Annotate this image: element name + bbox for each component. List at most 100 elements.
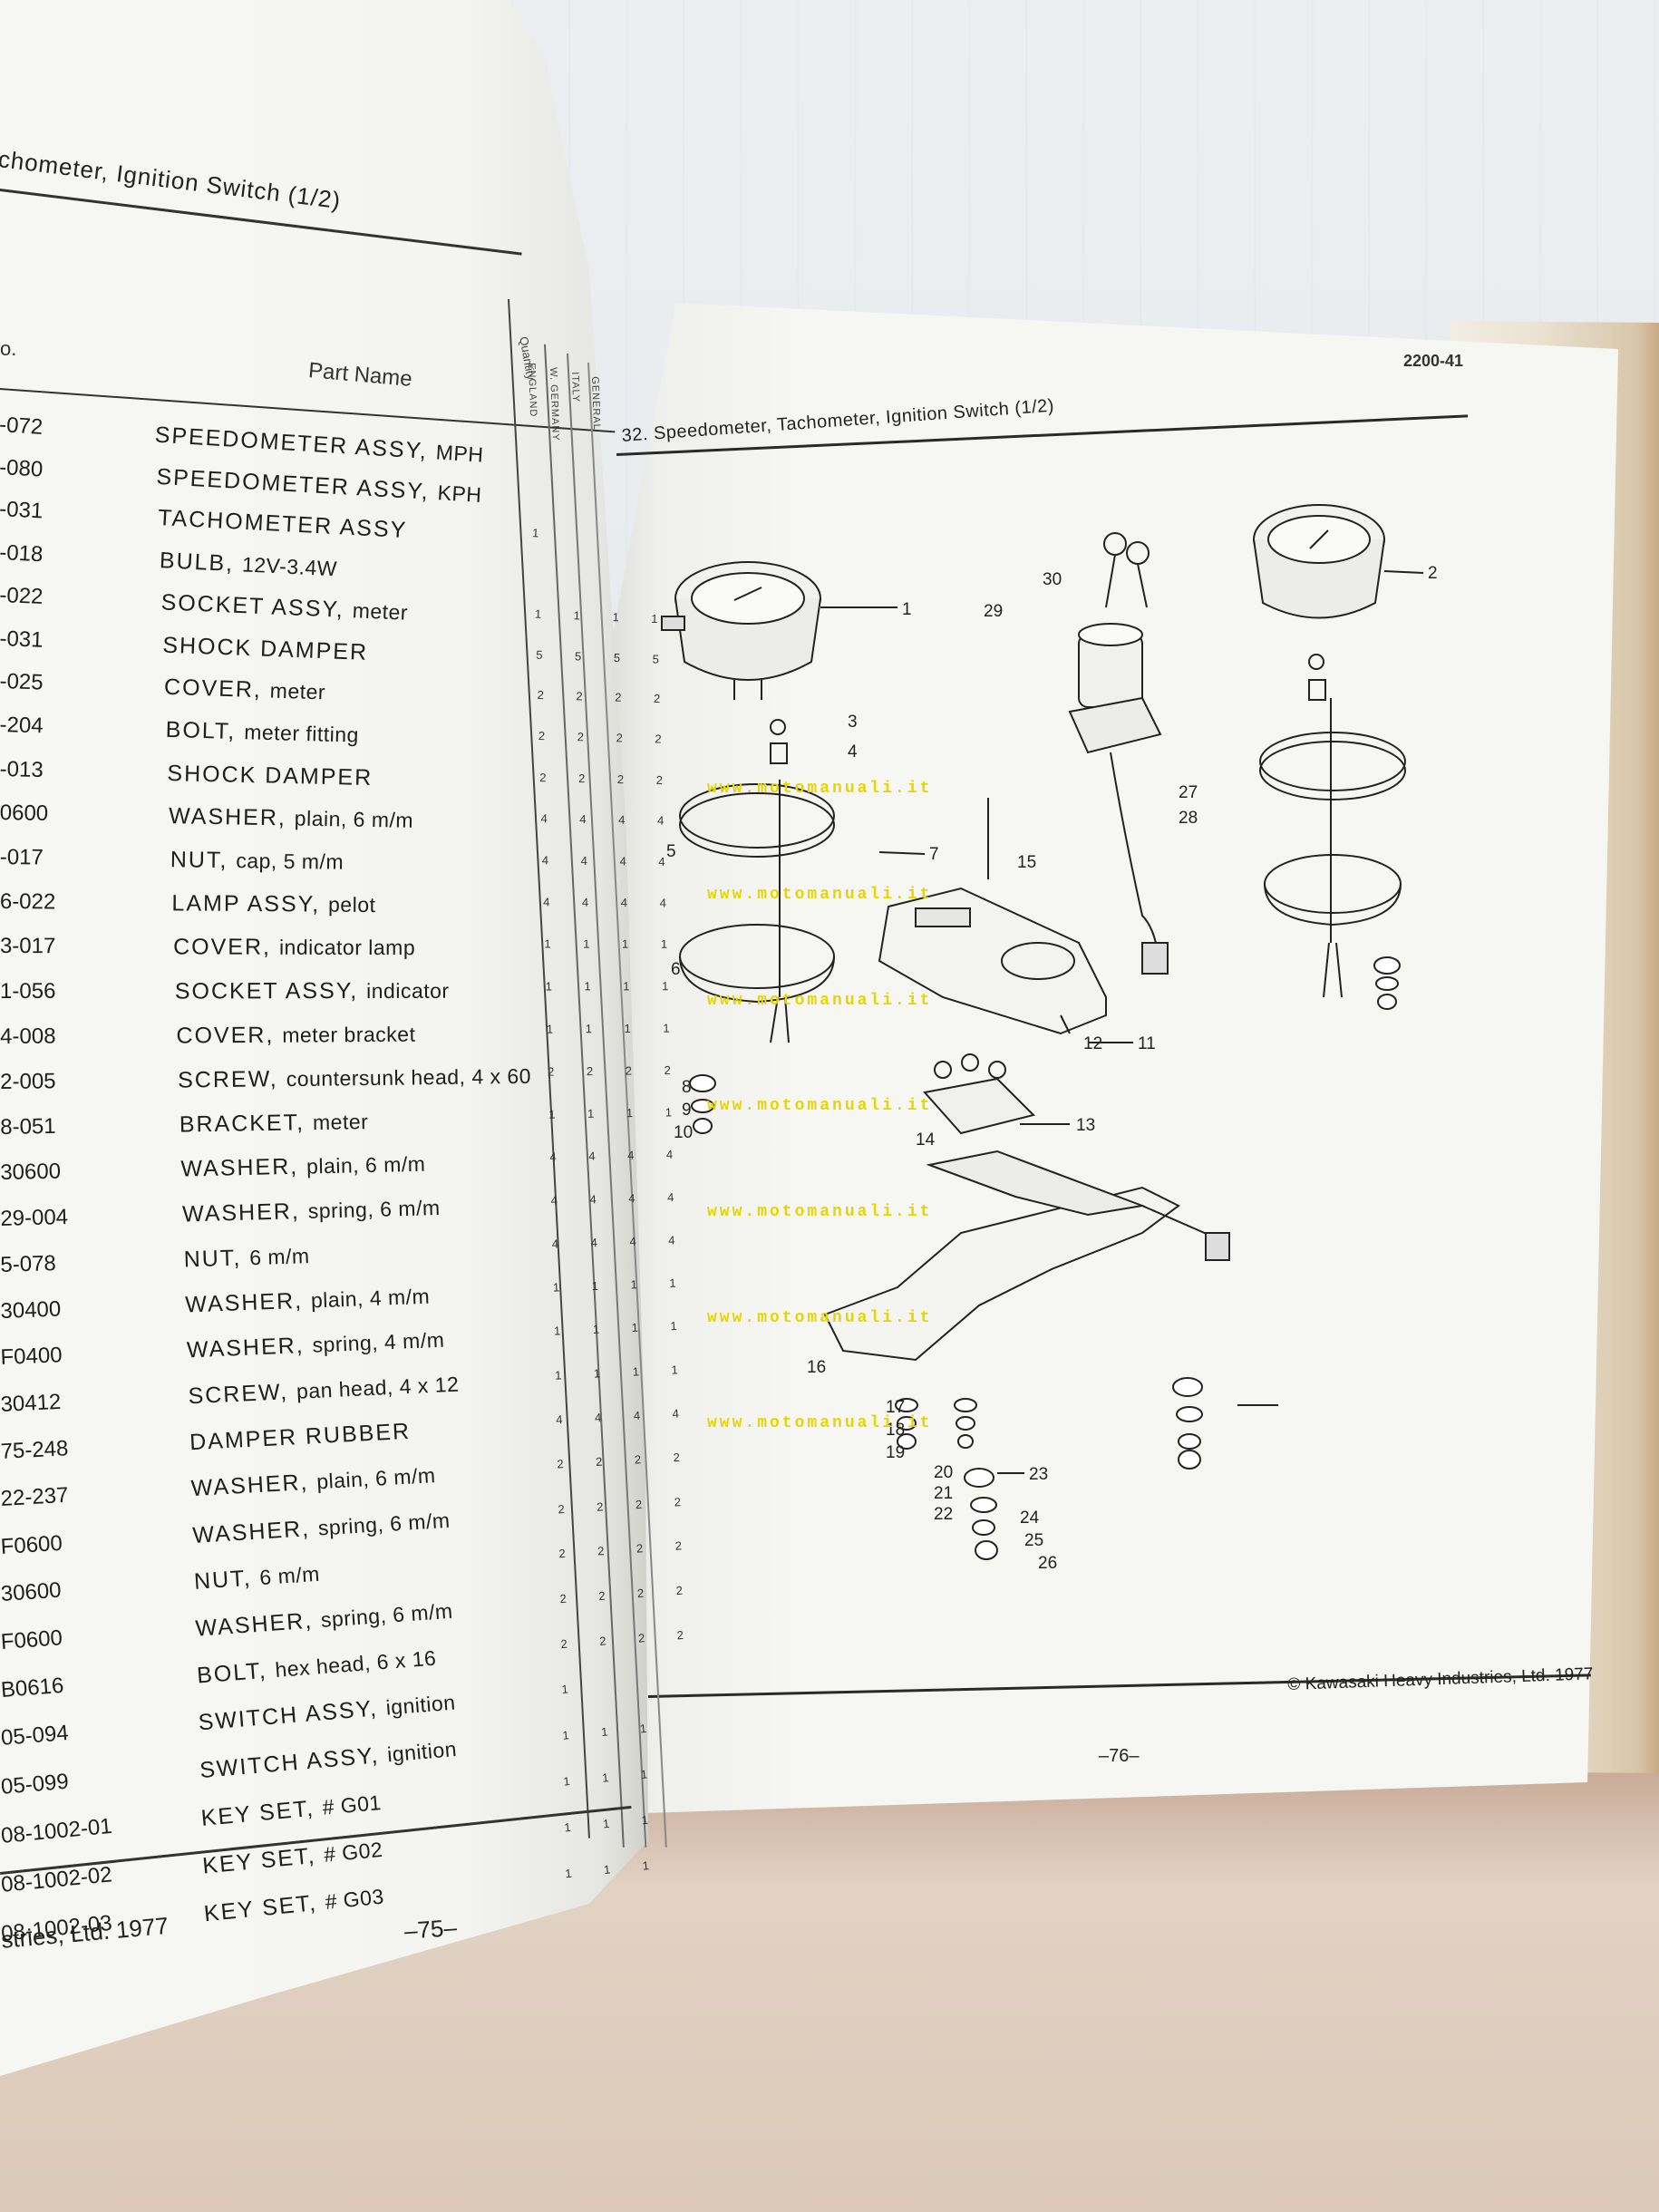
part-name-main: SWITCH ASSY,: [197, 1695, 379, 1736]
part-number: -072: [0, 412, 44, 440]
quantity-values: 1 1 1 1: [545, 978, 684, 994]
part-number: 29-004: [0, 1204, 69, 1231]
quantity-values: 1 1 1 1: [546, 1020, 684, 1036]
part-name-detail: KPH: [436, 480, 483, 507]
callout-25: 25: [1024, 1531, 1043, 1550]
part-name: SOCKET ASSY, indicator: [175, 978, 450, 1005]
part-name: SWITCH ASSY, ignition: [198, 1690, 457, 1737]
part-name-main: SWITCH ASSY,: [199, 1742, 381, 1784]
part-name-detail: MPH: [435, 440, 485, 467]
part-name: BOLT, meter fitting: [165, 717, 359, 749]
part-number: -025: [0, 669, 44, 695]
part-name-detail: spring, 6 m/m: [320, 1598, 454, 1632]
part-name: WASHER, plain, 4 m/m: [185, 1284, 431, 1319]
part-number: 22-237: [0, 1482, 70, 1512]
page-code: 2200-41: [1403, 352, 1464, 370]
watermark: www.motomanuali.it: [707, 780, 933, 798]
part-number: F0600: [0, 1530, 63, 1559]
part-name-detail: plain, 6 m/m: [306, 1151, 426, 1179]
part-number: 0600: [0, 800, 49, 827]
column-header-part-name: Part Name: [307, 358, 413, 392]
part-name: COVER, meter bracket: [176, 1021, 415, 1049]
left-page: [0, 0, 648, 2076]
part-number: -204: [0, 713, 44, 739]
part-number: 05-099: [0, 1769, 70, 1800]
part-name-detail: spring, 4 m/m: [312, 1328, 445, 1358]
right-page: [594, 303, 1618, 1813]
callout-12: 12: [1083, 1034, 1102, 1053]
callout-5: 5: [666, 842, 676, 861]
part-name: KEY SET, # G01: [200, 1790, 383, 1832]
part-name: BOLT, hex head, 6 x 16: [196, 1645, 437, 1690]
part-name-detail: plain, 6 m/m: [315, 1463, 437, 1494]
part-name: SPEEDOMETER ASSY, MPH: [154, 422, 484, 469]
part-number: 08-1002-01: [0, 1813, 113, 1848]
part-name-main: SPEEDOMETER ASSY,: [153, 422, 429, 464]
part-name-detail: countersunk head, 4 x 60: [286, 1063, 532, 1091]
part-name-main: BOLT,: [165, 717, 237, 745]
part-name-main: COVER,: [176, 1022, 275, 1049]
callout-2: 2: [1428, 564, 1438, 583]
part-number: 2-005: [0, 1068, 56, 1094]
part-name: COVER, indicator lamp: [173, 935, 415, 962]
callout-29: 29: [984, 602, 1003, 621]
watermark: www.motomanuali.it: [707, 1097, 933, 1115]
quantity-values: 1 1 1: [564, 1857, 665, 1881]
part-name-detail: meter fitting: [243, 720, 360, 748]
part-name-detail: pelot: [327, 892, 376, 917]
part-number: 3-017: [0, 934, 56, 959]
part-number: -013: [0, 756, 44, 782]
callout-23: 23: [1029, 1465, 1048, 1484]
part-name-detail: ignition: [386, 1736, 458, 1767]
part-name: WASHER, plain, 6 m/m: [169, 803, 413, 834]
watermark: www.motomanuali.it: [707, 1309, 933, 1327]
callout-1: 1: [902, 600, 912, 619]
part-name-main: COVER,: [163, 674, 263, 703]
part-name-main: NUT,: [183, 1245, 242, 1273]
part-name-detail: 12V-3.4W: [241, 552, 338, 580]
part-name: NUT, 6 m/m: [193, 1561, 321, 1596]
callout-21: 21: [934, 1484, 953, 1503]
part-number: 30400: [0, 1296, 62, 1324]
quantity-values: 1 1 1: [562, 1765, 663, 1789]
callout-22: 22: [934, 1505, 953, 1524]
part-number: 1-056: [0, 978, 56, 1004]
part-name-main: SHOCK DAMPER: [161, 632, 369, 665]
part-number: 8-051: [0, 1113, 56, 1140]
exploded-parts-diagram: 1 2 3 4 5 6 7 8 9 10 11 12 13 14 15 16 1…: [661, 504, 1438, 1573]
callout-3: 3: [848, 713, 858, 732]
part-name-main: WASHER,: [180, 1153, 299, 1182]
part-name-detail: 6 m/m: [258, 1561, 321, 1590]
callout-11: 11: [1138, 1034, 1156, 1053]
watermark: www.motomanuali.it: [707, 1414, 933, 1432]
callout-7: 7: [929, 845, 939, 864]
page-number: –76–: [1099, 1746, 1140, 1766]
part-name: LAMP ASSY, pelot: [171, 890, 375, 918]
part-name-main: WASHER,: [181, 1198, 301, 1227]
part-name-main: BOLT,: [196, 1657, 268, 1689]
part-name-main: SHOCK DAMPER: [167, 760, 374, 791]
part-name-detail: # G03: [324, 1884, 385, 1915]
part-number: B0616: [0, 1673, 65, 1703]
callout-4: 4: [848, 742, 858, 762]
part-name: BULB, 12V-3.4W: [159, 548, 337, 582]
part-number: 30412: [0, 1389, 62, 1418]
quantity-values: 2 2 2 2: [537, 688, 675, 706]
part-name-main: WASHER,: [191, 1515, 311, 1548]
quantity-values: 1 1 1 1: [534, 606, 673, 626]
callout-24: 24: [1020, 1509, 1040, 1528]
quantity-values: 1 1 1: [563, 1811, 664, 1835]
watermark: www.motomanuali.it: [707, 992, 933, 1010]
quantity-values: 2 2 2 2: [538, 729, 676, 747]
quantity-values: 1: [531, 526, 554, 541]
part-name-main: KEY SET,: [199, 1795, 316, 1831]
part-name: SCREW, countersunk head, 4 x 60: [178, 1062, 531, 1093]
callout-27: 27: [1179, 783, 1198, 802]
page-number: –75–: [403, 1913, 458, 1945]
part-name: WASHER, spring, 6 m/m: [192, 1507, 451, 1548]
callout-16: 16: [807, 1358, 826, 1377]
part-name-detail: meter: [312, 1109, 369, 1134]
